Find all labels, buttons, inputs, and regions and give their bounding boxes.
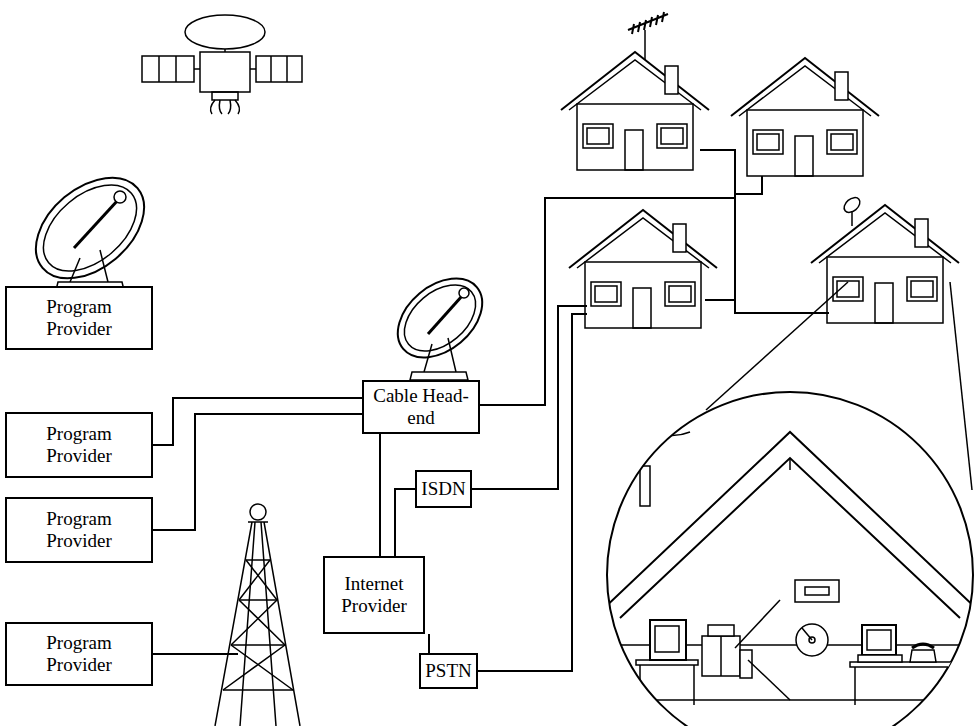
satellite-dish — [383, 263, 498, 380]
house — [569, 210, 717, 328]
cable-line — [379, 434, 381, 556]
node-label: Program Provider — [24, 632, 134, 676]
node-label: ISDN — [421, 478, 465, 500]
zoom-inset — [600, 392, 978, 726]
zoom-leader — [950, 282, 972, 490]
tv-antenna — [628, 12, 668, 60]
house — [811, 205, 959, 323]
satellite — [142, 15, 302, 114]
provider-box: Program Provider — [5, 497, 153, 563]
provider-box: ISDN — [415, 470, 472, 508]
node-label: PSTN — [425, 660, 471, 682]
cable-line — [153, 398, 362, 445]
cable-line — [428, 634, 430, 653]
provider-box: Program Provider — [5, 622, 153, 686]
provider-box: Program Provider — [5, 286, 153, 350]
broadcast-tower — [215, 504, 300, 726]
satellite-dish — [17, 158, 163, 299]
node-label: Program Provider — [24, 296, 134, 340]
cable-line — [153, 414, 362, 530]
node-label: Program Provider — [24, 508, 134, 552]
zoom-leader — [706, 282, 848, 410]
provider-box: Cable Head-end — [362, 380, 480, 434]
small-dish — [841, 195, 863, 226]
cable-line — [395, 489, 415, 556]
house — [561, 52, 709, 170]
node-label: Cable Head-end — [369, 385, 474, 429]
house — [731, 58, 879, 176]
provider-box: Internet Provider — [323, 556, 425, 634]
node-label: Internet Provider — [329, 573, 419, 617]
provider-box: PSTN — [419, 653, 478, 689]
node-label: Program Provider — [24, 423, 134, 467]
provider-box: Program Provider — [5, 412, 153, 478]
feed-line — [153, 653, 238, 655]
